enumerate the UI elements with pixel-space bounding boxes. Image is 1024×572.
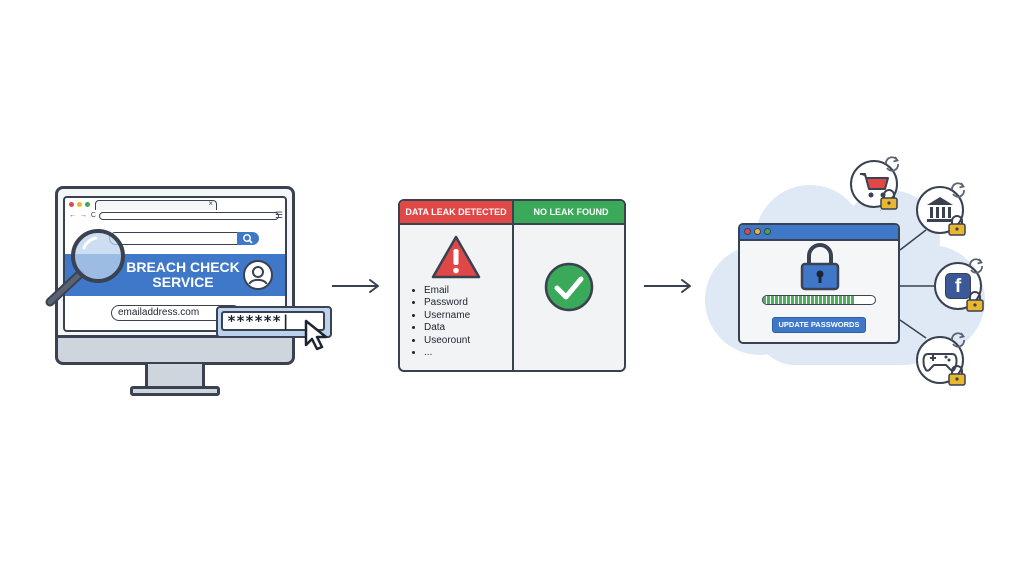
leak-detected-header: DATA LEAK DETECTED: [400, 201, 512, 223]
lock-icon: [880, 189, 898, 210]
browser-tab[interactable]: ×: [95, 199, 217, 210]
leaked-item: Useorount: [424, 335, 470, 347]
browser-window: × ← → C ☰ BREACH CHECK SERVICE emailaddr…: [63, 196, 287, 332]
update-titlebar: [740, 225, 898, 241]
maximize-dot[interactable]: [85, 202, 90, 207]
leaked-item: Username: [424, 310, 470, 322]
monitor-chin: [55, 335, 295, 365]
scan-results-panel: DATA LEAK DETECTED NO LEAK FOUND EmailPa…: [398, 199, 626, 372]
padlock-icon: [800, 243, 840, 291]
tab-close-icon[interactable]: ×: [208, 199, 213, 208]
password-update-window: UPDATE PASSWORDS: [738, 223, 900, 344]
menu-icon[interactable]: ☰: [275, 210, 284, 220]
magnifier-icon: [45, 229, 125, 307]
update-progress-bar: [762, 295, 876, 305]
connector-lines: [880, 210, 936, 339]
gamepad-icon: [922, 353, 958, 372]
monitor-base: [130, 386, 220, 396]
bank-icon: [927, 197, 953, 222]
search-icon: [243, 234, 253, 244]
refresh-icon: [969, 258, 984, 274]
leaked-item: Email: [424, 285, 470, 297]
leaked-item: Data: [424, 322, 470, 334]
lock-icon: [948, 215, 966, 236]
monitor-stand: [145, 364, 205, 388]
lock-icon: [966, 291, 984, 312]
password-input[interactable]: ******|: [221, 311, 325, 331]
check-circle-icon: [544, 262, 594, 312]
leaked-item: Password: [424, 297, 470, 309]
close-dot[interactable]: [69, 202, 74, 207]
leaked-data-list: EmailPasswordUsernameDataUseorount...: [410, 285, 470, 359]
refresh-icon: [951, 332, 966, 348]
user-avatar-icon: [243, 260, 273, 290]
lock-icon: [948, 365, 966, 386]
close-dot[interactable]: [744, 228, 751, 235]
window-controls: [69, 202, 90, 207]
shopping-service: [850, 160, 898, 208]
search-button[interactable]: [237, 232, 259, 245]
arrow-right-icon: [644, 279, 691, 293]
progress-fill: [763, 296, 855, 304]
warning-icon: [431, 235, 481, 279]
window-controls: [744, 228, 771, 235]
service-title: BREACH CHECK SERVICE: [126, 259, 240, 290]
maximize-dot[interactable]: [764, 228, 771, 235]
minimize-dot[interactable]: [754, 228, 761, 235]
refresh-icon: [885, 156, 900, 172]
address-bar[interactable]: [99, 212, 279, 220]
bank-service: [916, 186, 964, 234]
shopping-cart-icon: [860, 173, 889, 198]
leaked-item: ...: [424, 347, 470, 359]
facebook-icon: f: [945, 273, 971, 299]
nav-buttons[interactable]: ← → C: [69, 212, 97, 219]
update-passwords-button[interactable]: UPDATE PASSWORDS: [772, 317, 866, 333]
no-leak-header: NO LEAK FOUND: [514, 201, 624, 223]
facebook-service: f: [934, 262, 982, 310]
arrow-right-icon: [332, 279, 379, 293]
mouse-cursor-icon: [304, 319, 328, 351]
minimize-dot[interactable]: [77, 202, 82, 207]
refresh-icon: [951, 182, 966, 198]
column-divider: [512, 201, 514, 370]
